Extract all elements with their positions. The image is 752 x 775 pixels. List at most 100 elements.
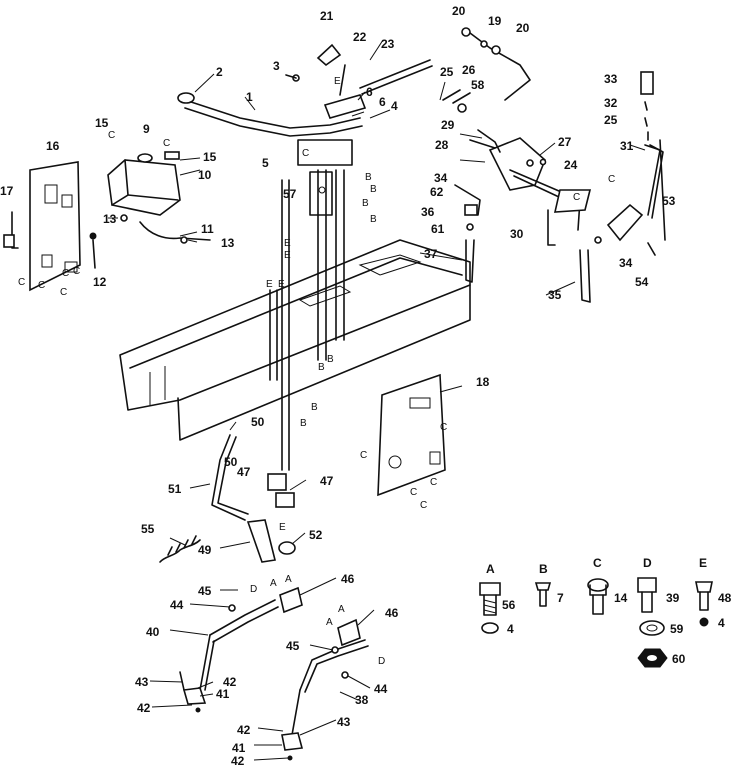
callout: 34	[619, 256, 633, 270]
callout: 18	[476, 375, 490, 389]
callout: 3	[273, 59, 280, 73]
callout: 17	[0, 184, 14, 198]
brake-lever-38	[281, 618, 369, 761]
callout: 46	[341, 572, 355, 586]
callout: 45	[286, 639, 300, 653]
callout: 33	[604, 72, 618, 86]
callout: 49	[198, 543, 212, 557]
svg-text:C: C	[108, 130, 115, 141]
svg-text:C: C	[593, 556, 602, 570]
callout: 47	[237, 465, 251, 479]
svg-text:C: C	[60, 287, 67, 298]
svg-text:A: A	[326, 617, 333, 628]
callout: 20	[516, 21, 530, 35]
callout: 15	[95, 116, 109, 130]
svg-text:14: 14	[614, 591, 628, 605]
callout: 2	[216, 65, 223, 79]
svg-text:B: B	[539, 562, 548, 576]
legend-labels: A 56 4 B 7 C 14 D 39 59 60 E 48 4	[486, 556, 732, 666]
svg-text:C: C	[430, 477, 437, 488]
svg-text:D: D	[643, 556, 652, 570]
callout: 6	[366, 85, 373, 99]
bolt-e-icon	[695, 581, 713, 627]
svg-text:C: C	[163, 138, 170, 149]
svg-text:E: E	[278, 279, 285, 290]
svg-text:E: E	[334, 76, 341, 87]
svg-text:A: A	[285, 574, 292, 585]
svg-text:7: 7	[557, 591, 564, 605]
svg-text:E: E	[284, 250, 291, 261]
svg-text:E: E	[699, 556, 707, 570]
callout: 40	[146, 625, 160, 639]
svg-text:B: B	[300, 418, 307, 429]
callout: 27	[558, 135, 572, 149]
svg-text:B: B	[365, 172, 372, 183]
callout: 37	[424, 247, 438, 261]
callout: 34	[434, 171, 448, 185]
svg-text:C: C	[62, 268, 69, 279]
svg-text:C: C	[410, 487, 417, 498]
callout: 42	[137, 701, 151, 715]
callout: 53	[662, 194, 676, 208]
svg-text:56: 56	[502, 598, 516, 612]
bracket-5	[297, 139, 353, 216]
bolt-a-icon	[479, 582, 501, 634]
brake-lever-40	[179, 586, 303, 713]
callout: 36	[421, 205, 435, 219]
right-lever-assembly	[442, 27, 666, 303]
callout: 42	[237, 723, 251, 737]
svg-text:D: D	[250, 584, 257, 595]
main-frame	[119, 169, 471, 471]
svg-text:C: C	[360, 450, 367, 461]
svg-text:C: C	[73, 266, 80, 277]
svg-text:E: E	[284, 238, 291, 249]
callout: 41	[232, 741, 246, 755]
callout: 30	[510, 227, 524, 241]
callout: 12	[93, 275, 107, 289]
part-callouts: 1 2 3 4 5 6 6 9 10 11 12 13 13 15 15 16 …	[0, 4, 676, 768]
callout: 41	[216, 687, 230, 701]
svg-text:4: 4	[718, 616, 725, 630]
callout: 28	[435, 138, 449, 152]
callout: 35	[548, 288, 562, 302]
control-rod	[159, 434, 296, 563]
svg-text:A: A	[338, 604, 345, 615]
callout: 21	[320, 9, 334, 23]
svg-text:E: E	[279, 522, 286, 533]
callout: 38	[355, 693, 369, 707]
left-panel-16	[3, 161, 97, 292]
svg-text:C: C	[38, 280, 45, 291]
bolt-c-icon	[587, 578, 609, 615]
callout: 58	[471, 78, 485, 92]
callout: 50	[224, 455, 238, 469]
svg-text:C: C	[18, 277, 25, 288]
callout: 5	[262, 156, 269, 170]
right-panel-18	[377, 373, 446, 497]
callout: 54	[635, 275, 649, 289]
callout: 45	[198, 584, 212, 598]
callout: 42	[231, 754, 245, 768]
svg-text:B: B	[311, 402, 318, 413]
callout: 19	[488, 14, 502, 28]
svg-text:C: C	[440, 422, 447, 433]
svg-text:A: A	[486, 562, 495, 576]
callout: 26	[462, 63, 476, 77]
callout: 31	[620, 139, 634, 153]
callout: 44	[374, 682, 388, 696]
callout: 29	[441, 118, 455, 132]
callout: 4	[391, 99, 398, 113]
callout: 6	[379, 95, 386, 109]
fuel-tank	[107, 151, 211, 244]
svg-text:60: 60	[672, 652, 686, 666]
svg-text:B: B	[362, 198, 369, 209]
callout: 47	[320, 474, 334, 488]
callout: 61	[431, 222, 445, 236]
callout: 13	[103, 212, 117, 226]
callout: 62	[430, 185, 444, 199]
svg-text:A: A	[270, 578, 277, 589]
svg-text:C: C	[302, 148, 309, 159]
callout: 10	[198, 168, 212, 182]
callout: 32	[604, 96, 618, 110]
leader-lines	[108, 39, 646, 761]
svg-text:39: 39	[666, 591, 680, 605]
